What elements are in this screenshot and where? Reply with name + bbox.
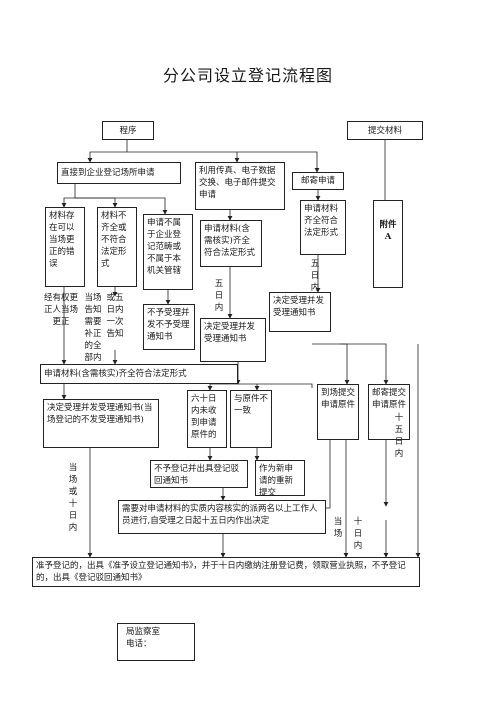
mail-accept-box: 决定受理并发受理通知书 (269, 292, 331, 332)
mismatch-box: 与原件不一致 (230, 390, 272, 448)
program-box: 程序 (102, 121, 154, 140)
fifteen-days-label: 十五日内 (394, 413, 404, 459)
final-decision-box: 准予登记的，出具《准予设立登记通知书》，并于十日内缴纳注册登记费，领取营业执照，… (32, 557, 420, 587)
attachment-box: 附件A (373, 200, 403, 288)
spot-label: 当场 (333, 517, 343, 539)
not-accept-box: 不予受理并发不予受理通知书 (143, 304, 195, 350)
sixty-days-box: 六十日内未收到申请原件的 (187, 390, 227, 448)
direct-apply-box: 直接到企业登记场所申请 (57, 162, 181, 184)
complete-bar-box: 申请材料(含需核实)齐全符合法定形式 (40, 364, 238, 384)
or-once-label: 或五日内一次告知 (106, 293, 124, 339)
renew-box: 作为新申请的重新提交 (255, 460, 305, 498)
e-accept-box: 决定受理并发受理通知书 (200, 318, 266, 362)
spot-or-ten-days-label: 当场或十日内 (68, 463, 78, 533)
correctable-error-box: 材料存在可以当场更正的错误 (45, 207, 85, 287)
accept-main-box: 决定受理并发受理通知书(当场登记的不发受理通知书) (43, 399, 159, 448)
verify-box: 需要对申请材料的实质内容核实的派两名以上工作人员进行,自受理之日起十五日内作出决… (118, 500, 326, 534)
correct-on-spot-label: 经有权更正人当场更正 (44, 293, 79, 327)
five-days-label-b: 五日内 (310, 259, 320, 293)
arrive-original-box: 到场提交申请原件 (317, 384, 359, 440)
supervision-office-box: 局监察室 电话： (117, 623, 195, 661)
post-original-box: 邮寄提交申请原件 (368, 384, 410, 440)
reject-box: 不予登记并出具登记驳回通知书 (150, 460, 248, 488)
not-belong-box: 申请不属于企业登记范畴或不属于本机关管辖 (143, 214, 193, 290)
electronic-apply-box: 利用传真、电子数据交换、电子邮件提交申请 (195, 162, 285, 210)
mail-complete-box: 申请材料齐全符合法定形式 (300, 200, 346, 255)
incomplete-materials-box: 材料不齐全或不符合法定形式 (97, 207, 137, 287)
e-complete-box: 申请材料(含需核实)齐全符合法定形式 (200, 220, 262, 267)
page-title: 分公司设立登记流程图 (162, 66, 333, 85)
five-days-label-a: 五日内 (214, 279, 224, 313)
submit-materials-box: 提交材料 (347, 121, 423, 140)
ten-days-label: 十日内 (353, 517, 363, 551)
mail-apply-box: 邮寄申请 (292, 172, 344, 190)
